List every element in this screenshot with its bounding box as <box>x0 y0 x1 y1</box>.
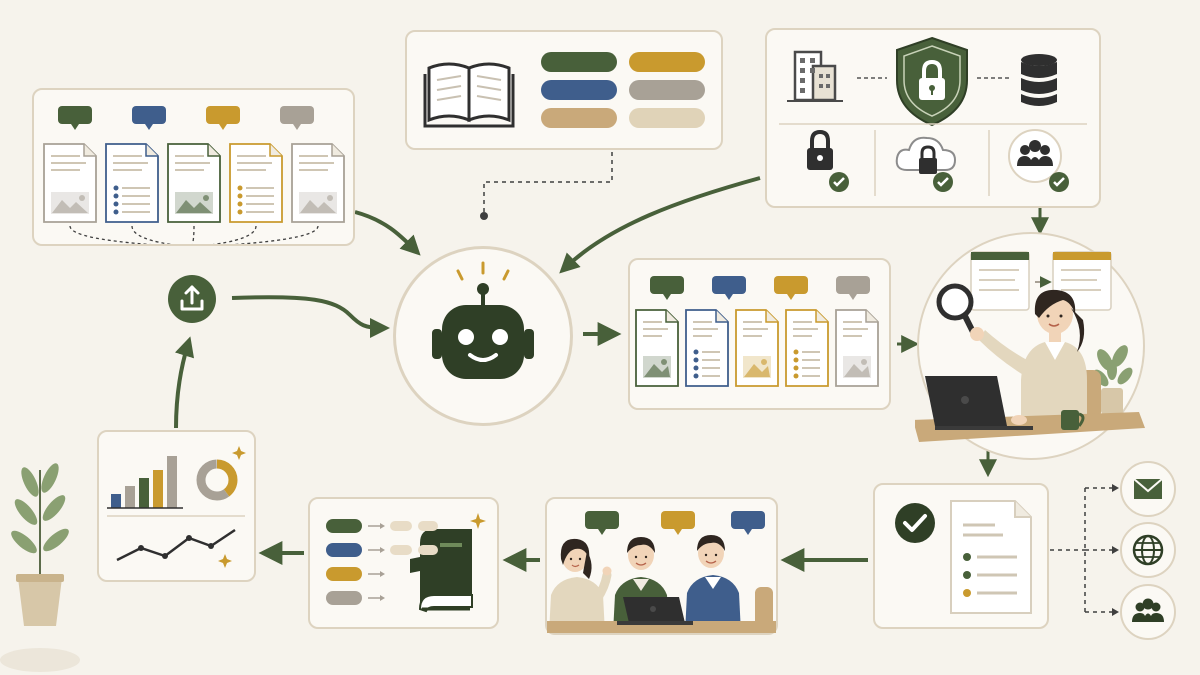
donut-chart-icon <box>196 459 238 501</box>
team-channel[interactable] <box>1120 584 1176 640</box>
translated-document <box>785 309 829 387</box>
review-meeting-illustration <box>547 511 776 633</box>
source-document <box>43 143 97 223</box>
people-icon <box>1132 598 1164 622</box>
tag-bubble <box>58 106 92 130</box>
review-meeting-card <box>545 497 778 635</box>
knowledge-pill <box>629 52 705 72</box>
web-channel[interactable] <box>1120 522 1176 578</box>
translated-document <box>635 309 679 387</box>
globe-icon <box>1132 534 1164 566</box>
lock-icon <box>807 129 849 192</box>
shield-lock-icon <box>896 36 968 127</box>
robot-icon <box>432 261 534 379</box>
arrow-analytics-to-upload <box>174 336 195 429</box>
analytics-card <box>97 430 256 582</box>
source-document <box>167 143 221 223</box>
source-documents-card <box>32 88 355 246</box>
bar <box>167 456 177 508</box>
arrow-docs-to-ai <box>354 210 421 256</box>
reviewer-illustration <box>915 232 1145 460</box>
approved-document-card <box>873 483 1049 629</box>
ai-robot-hub[interactable] <box>393 246 573 426</box>
analytics-graphic <box>107 446 246 568</box>
open-book-icon <box>423 62 515 128</box>
glossary-card <box>308 497 499 629</box>
mail-icon <box>1133 478 1163 499</box>
chat-bubble <box>661 511 695 535</box>
source-document <box>105 143 159 223</box>
tag-bubble <box>836 276 870 300</box>
translated-documents-graphic <box>635 276 879 387</box>
arrow-upload-to-ai <box>231 295 390 338</box>
approved-document-graphic <box>895 500 1032 614</box>
bar <box>153 470 163 508</box>
source-documents-graphic <box>43 106 345 244</box>
knowledge-base-graphic <box>423 52 705 128</box>
security-graphic <box>779 36 1087 196</box>
translated-document <box>835 309 879 387</box>
tag-bubble <box>650 276 684 300</box>
security-card <box>765 28 1101 208</box>
knowledge-pill <box>541 52 617 72</box>
building-icon <box>787 50 843 102</box>
knowledge-pill <box>541 108 617 128</box>
distribution-connectors <box>1050 487 1112 613</box>
tag-bubble <box>132 106 166 130</box>
tag-bubble <box>280 106 314 130</box>
chat-bubble <box>585 511 619 535</box>
knowledge-base-card <box>405 30 723 150</box>
bar <box>111 494 121 508</box>
email-channel[interactable] <box>1120 461 1176 517</box>
check-circle-icon <box>895 503 935 543</box>
trend-line <box>116 528 236 562</box>
glossary-graphic <box>326 513 486 613</box>
dashed-knowledge-to-ai <box>483 152 613 212</box>
chat-bubble <box>731 511 765 535</box>
translated-documents-card <box>628 258 891 410</box>
translated-document <box>735 309 779 387</box>
tag-bubble <box>712 276 746 300</box>
knowledge-pill <box>629 108 705 128</box>
book-icon <box>410 529 473 613</box>
tag-bubble <box>774 276 808 300</box>
people-icon <box>1008 129 1069 192</box>
glossary-term-row <box>326 543 438 557</box>
bar-chart-icon <box>107 456 183 509</box>
arrow-security-to-ai <box>559 176 761 274</box>
glossary-term-row <box>326 591 385 605</box>
source-document <box>291 143 345 223</box>
knowledge-pill <box>541 80 617 100</box>
knowledge-pill <box>629 80 705 100</box>
source-document <box>229 143 283 223</box>
upload-icon <box>180 285 204 311</box>
cloud-lock-icon <box>895 136 957 192</box>
bar <box>139 478 149 508</box>
reviewer-scene <box>915 230 1147 462</box>
glossary-term-row <box>326 567 385 581</box>
plant-decoration <box>0 450 80 675</box>
database-icon <box>1021 54 1057 106</box>
upload-node[interactable] <box>168 275 216 323</box>
tag-bubble <box>206 106 240 130</box>
bar <box>125 486 135 508</box>
magnifier-icon <box>936 283 976 335</box>
dashed-merge-lines <box>69 225 319 244</box>
glossary-term-row <box>326 519 438 533</box>
translated-document <box>685 309 729 387</box>
